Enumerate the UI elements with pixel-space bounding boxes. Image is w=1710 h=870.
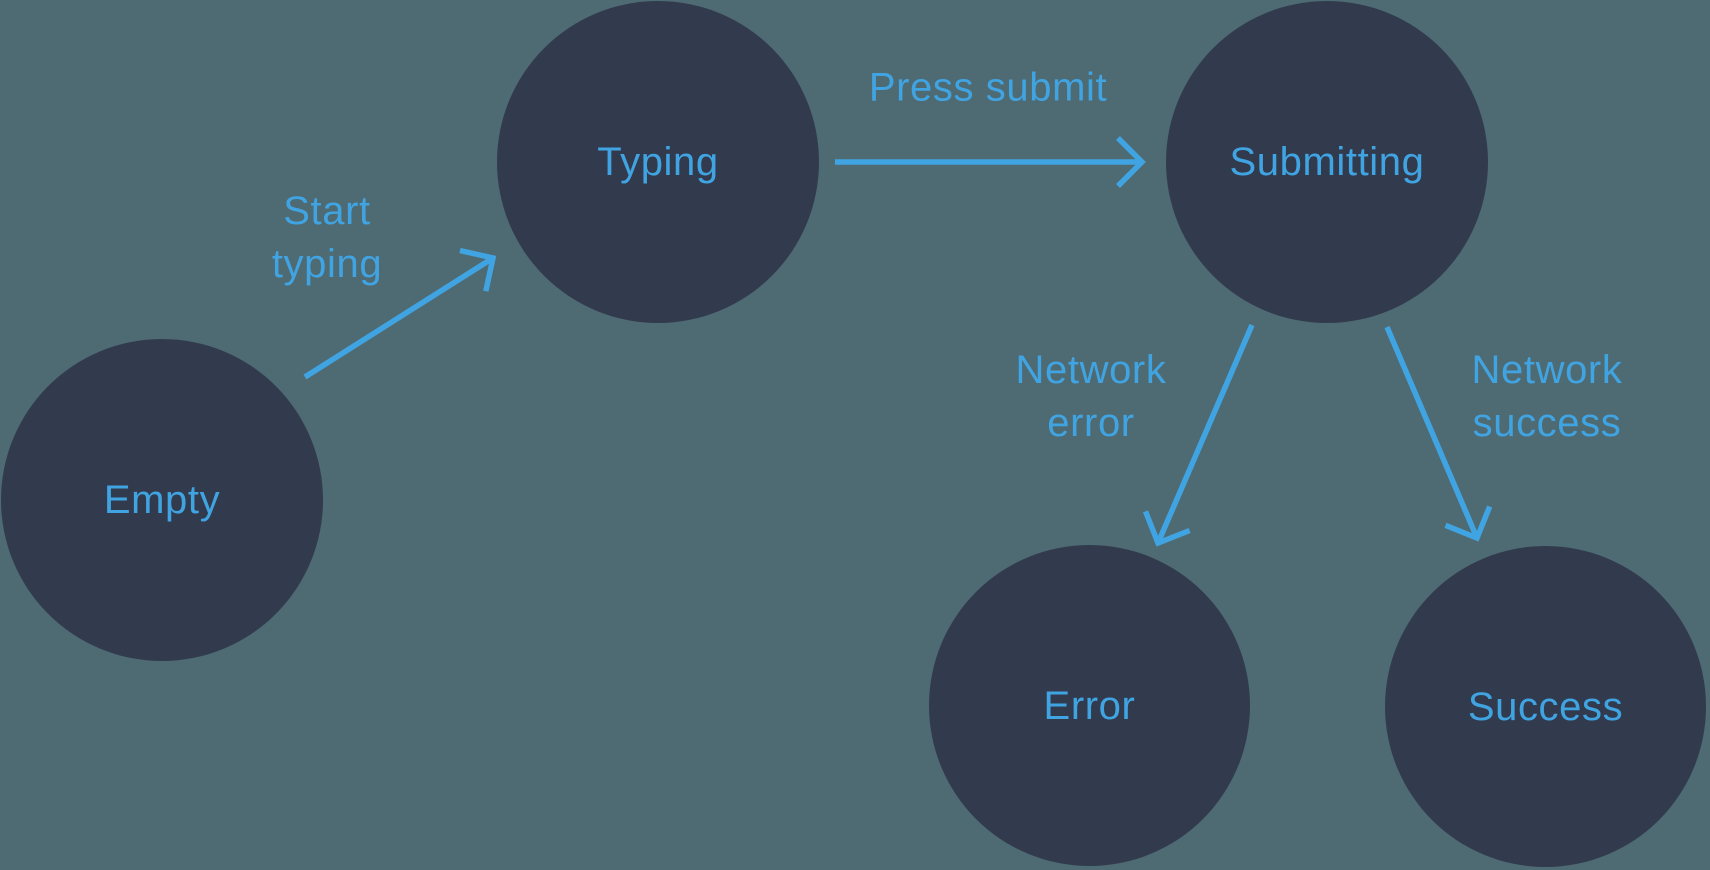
state-node-label: Submitting bbox=[1229, 140, 1425, 184]
edge-arrow-press-submit bbox=[835, 136, 1146, 188]
arrow-shaft bbox=[303, 255, 495, 380]
arrow-head-icon bbox=[1142, 510, 1191, 547]
edge-arrow-start-typing bbox=[303, 247, 497, 380]
edge-label-network-success: Network success bbox=[1471, 348, 1623, 445]
state-node-label: Error bbox=[1043, 683, 1136, 728]
arrow-shaft bbox=[1155, 323, 1255, 545]
state-node-label: Typing bbox=[597, 140, 719, 184]
arrow-head-icon bbox=[459, 247, 497, 292]
edge-arrow-network-error bbox=[1142, 323, 1255, 547]
arrow-head-icon bbox=[1116, 136, 1146, 188]
state-node-label: Empty bbox=[103, 478, 221, 522]
arrow-head-icon bbox=[1444, 505, 1493, 542]
state-node-label: Success bbox=[1467, 684, 1624, 729]
edge-arrow-network-success bbox=[1384, 325, 1493, 542]
edge-label-network-error: Network error bbox=[1015, 348, 1167, 445]
edge-label-press-submit: Press submit bbox=[868, 65, 1108, 110]
edge-label-start-typing: Start typing bbox=[271, 189, 383, 286]
state-node-typing: Typing bbox=[497, 1, 819, 323]
state-node-error: Error bbox=[929, 545, 1250, 866]
state-node-success: Success bbox=[1385, 546, 1706, 867]
state-node-empty: Empty bbox=[1, 339, 323, 661]
arrow-shaft bbox=[1384, 325, 1480, 540]
state-node-submitting: Submitting bbox=[1166, 1, 1488, 323]
